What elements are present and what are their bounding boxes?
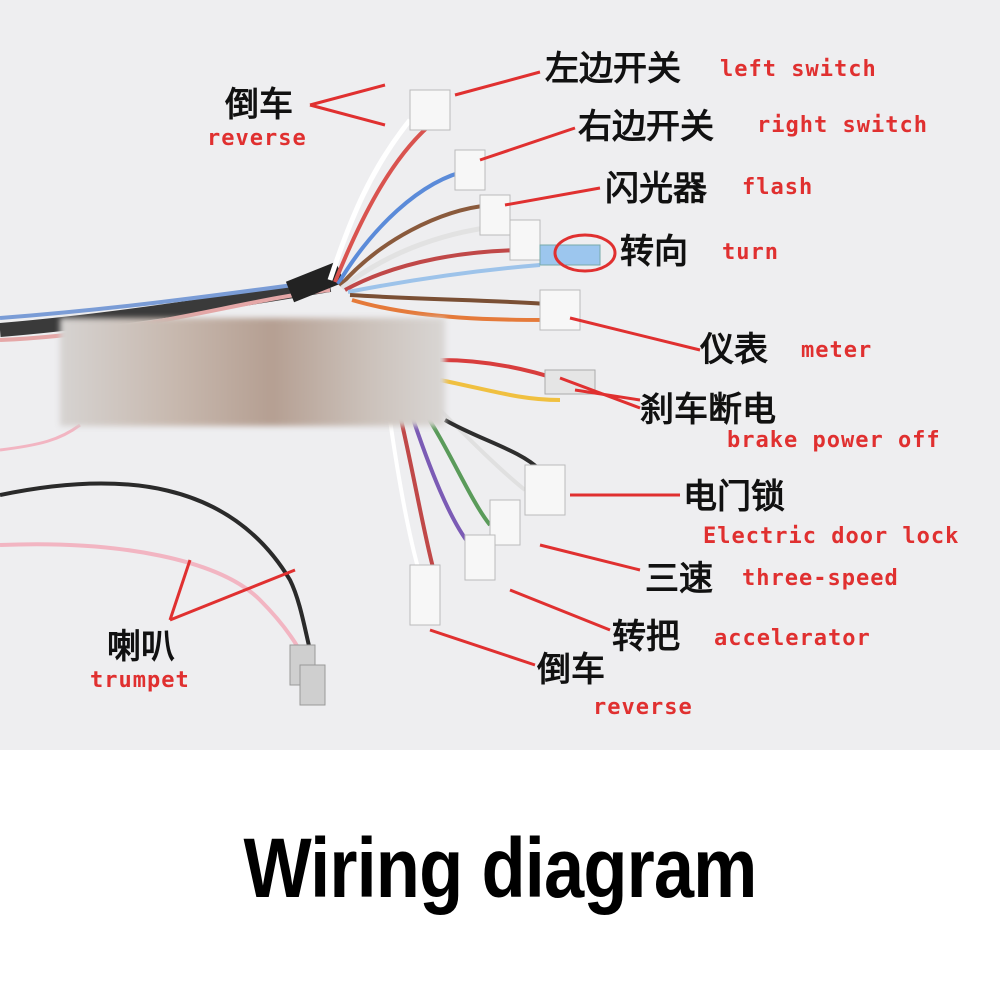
label-turn-en: turn — [722, 240, 779, 265]
label-three-speed-en: three-speed — [742, 566, 899, 591]
label-meter-en: meter — [801, 338, 873, 363]
label-reverse-top-cn: 倒车 — [225, 85, 293, 125]
label-reverse-bottom-en: reverse — [593, 695, 693, 720]
label-accelerator-en: accelerator — [714, 626, 871, 651]
label-brake-cn: 刹车断电 — [640, 390, 776, 430]
label-door-lock-en: Electric door lock — [703, 524, 960, 549]
label-accelerator-cn: 转把 — [612, 617, 680, 657]
blurred-region — [60, 318, 445, 426]
label-trumpet-en: trumpet — [90, 668, 190, 693]
label-flash-en: flash — [742, 175, 814, 200]
label-meter-cn: 仪表 — [700, 330, 768, 370]
wiring-photo — [0, 0, 1000, 750]
label-right-switch-cn: 右边开关 — [578, 107, 714, 147]
label-reverse-bottom-cn: 倒车 — [537, 650, 605, 690]
label-left-switch-cn: 左边开关 — [545, 49, 681, 89]
label-turn-cn: 转向 — [620, 232, 688, 272]
label-brake-en: brake power off — [727, 428, 941, 453]
label-trumpet-cn: 喇叭 — [107, 627, 175, 667]
label-reverse-top-en: reverse — [207, 126, 307, 151]
label-door-lock-cn: 电门锁 — [683, 477, 785, 517]
label-right-switch-en: right switch — [757, 113, 928, 138]
label-three-speed-cn: 三速 — [645, 559, 713, 599]
label-left-switch-en: left switch — [720, 57, 877, 82]
wire-harness — [0, 70, 701, 706]
label-flash-cn: 闪光器 — [605, 169, 707, 209]
caption: Wiring diagram — [243, 821, 757, 915]
